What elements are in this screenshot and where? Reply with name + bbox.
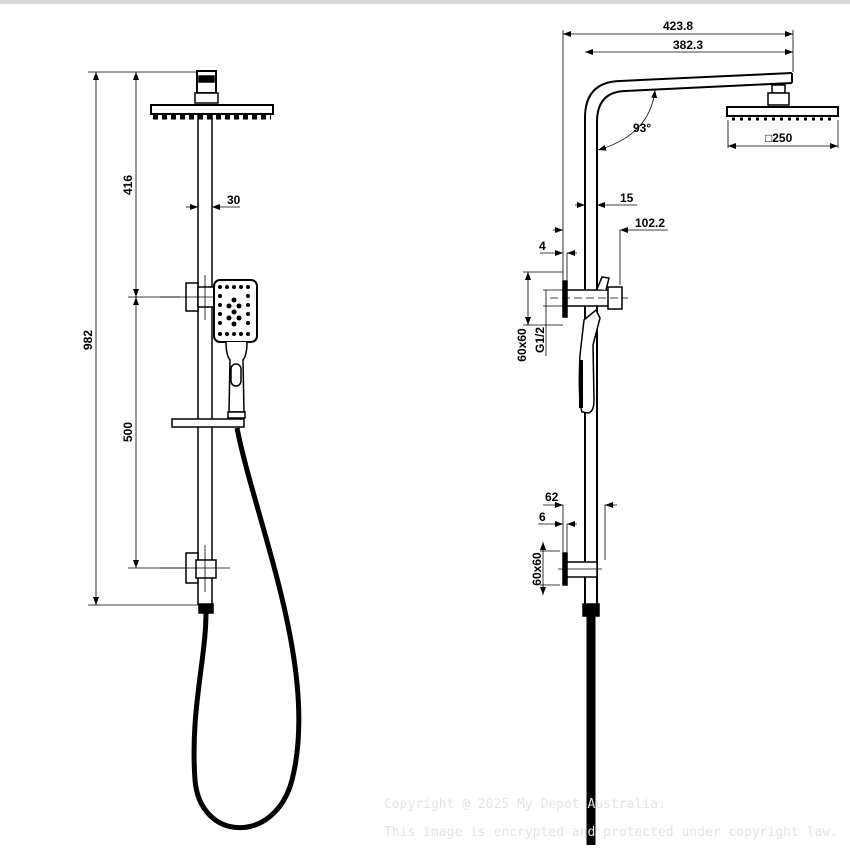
lower-bracket <box>160 545 230 592</box>
dim-head-to-bracket: 416 <box>121 175 135 195</box>
front-view <box>88 70 302 830</box>
watermark-line-1: Copyright @ 2025 My Depot Australia. <box>384 797 666 812</box>
dim-flange-thickness: 4 <box>539 239 546 253</box>
top-border <box>0 0 850 4</box>
dim-head-size: □250 <box>765 131 793 145</box>
hose-connector <box>198 603 214 614</box>
side-upper-bracket <box>550 276 628 318</box>
dim-total-height: 982 <box>81 330 95 350</box>
hose <box>191 427 302 830</box>
dim-arm-angle: 93° <box>633 121 651 135</box>
side-lower-bracket <box>558 552 602 586</box>
side-hose-connector <box>582 603 600 617</box>
side-overhead-head <box>726 84 839 121</box>
dim-inlet-thread: G1/2 <box>533 327 547 353</box>
side-hand-shower <box>578 308 601 414</box>
rail <box>197 113 213 605</box>
dim-lower-bracket-projection: 62 <box>545 490 559 504</box>
dim-arm-projection: 382.3 <box>673 38 703 52</box>
dim-lower-flange-size: 60x60 <box>530 552 544 586</box>
dim-arm-overall: 423.8 <box>663 19 693 33</box>
dim-lower-flange-thickness: 6 <box>539 510 546 524</box>
dim-top-flange-size: 60x60 <box>515 328 529 362</box>
dim-rail-diameter: 30 <box>227 193 241 207</box>
dim-bracket-projection: 102.2 <box>635 216 665 230</box>
hand-shower <box>213 279 258 419</box>
riser-arm <box>584 72 793 605</box>
dim-rail-offset: 15 <box>620 191 634 205</box>
side-view <box>523 30 839 845</box>
soap-shelf <box>171 418 245 428</box>
watermark-line-2: This image is encrypted and protected un… <box>384 825 838 840</box>
dim-bracket-spacing: 500 <box>121 422 135 442</box>
overhead-shower-head <box>150 70 274 120</box>
